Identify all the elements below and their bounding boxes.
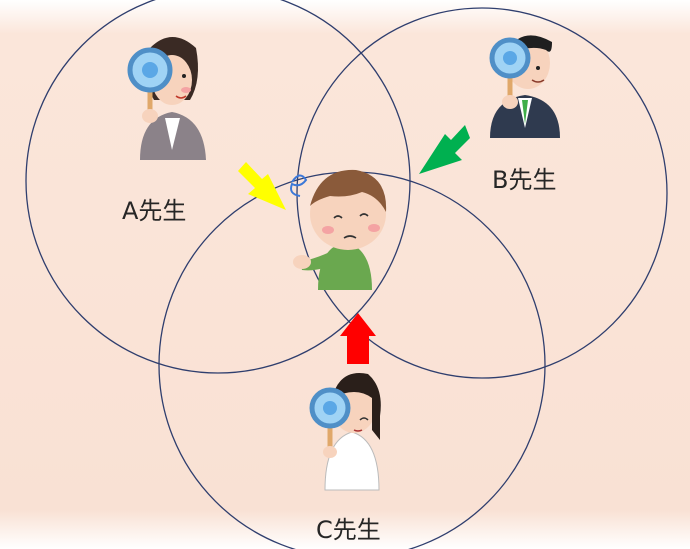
magnifying-glass-icon [309,387,351,455]
circle-b [296,7,668,379]
teacher-c-figure [309,373,381,491]
label-teacher-b: B先生 [492,166,557,194]
label-teacher-a: A先生 [122,197,187,225]
teacher-b-figure [489,35,560,138]
label-teacher-c: C先生 [316,516,381,544]
thinking-student-icon [290,169,387,290]
arrow-c [340,313,376,364]
arrow-b [419,125,470,174]
magnifying-glass-icon [127,47,173,118]
arrow-a [238,162,286,210]
magnifying-glass-icon [489,37,531,104]
teacher-a-figure [127,37,206,160]
